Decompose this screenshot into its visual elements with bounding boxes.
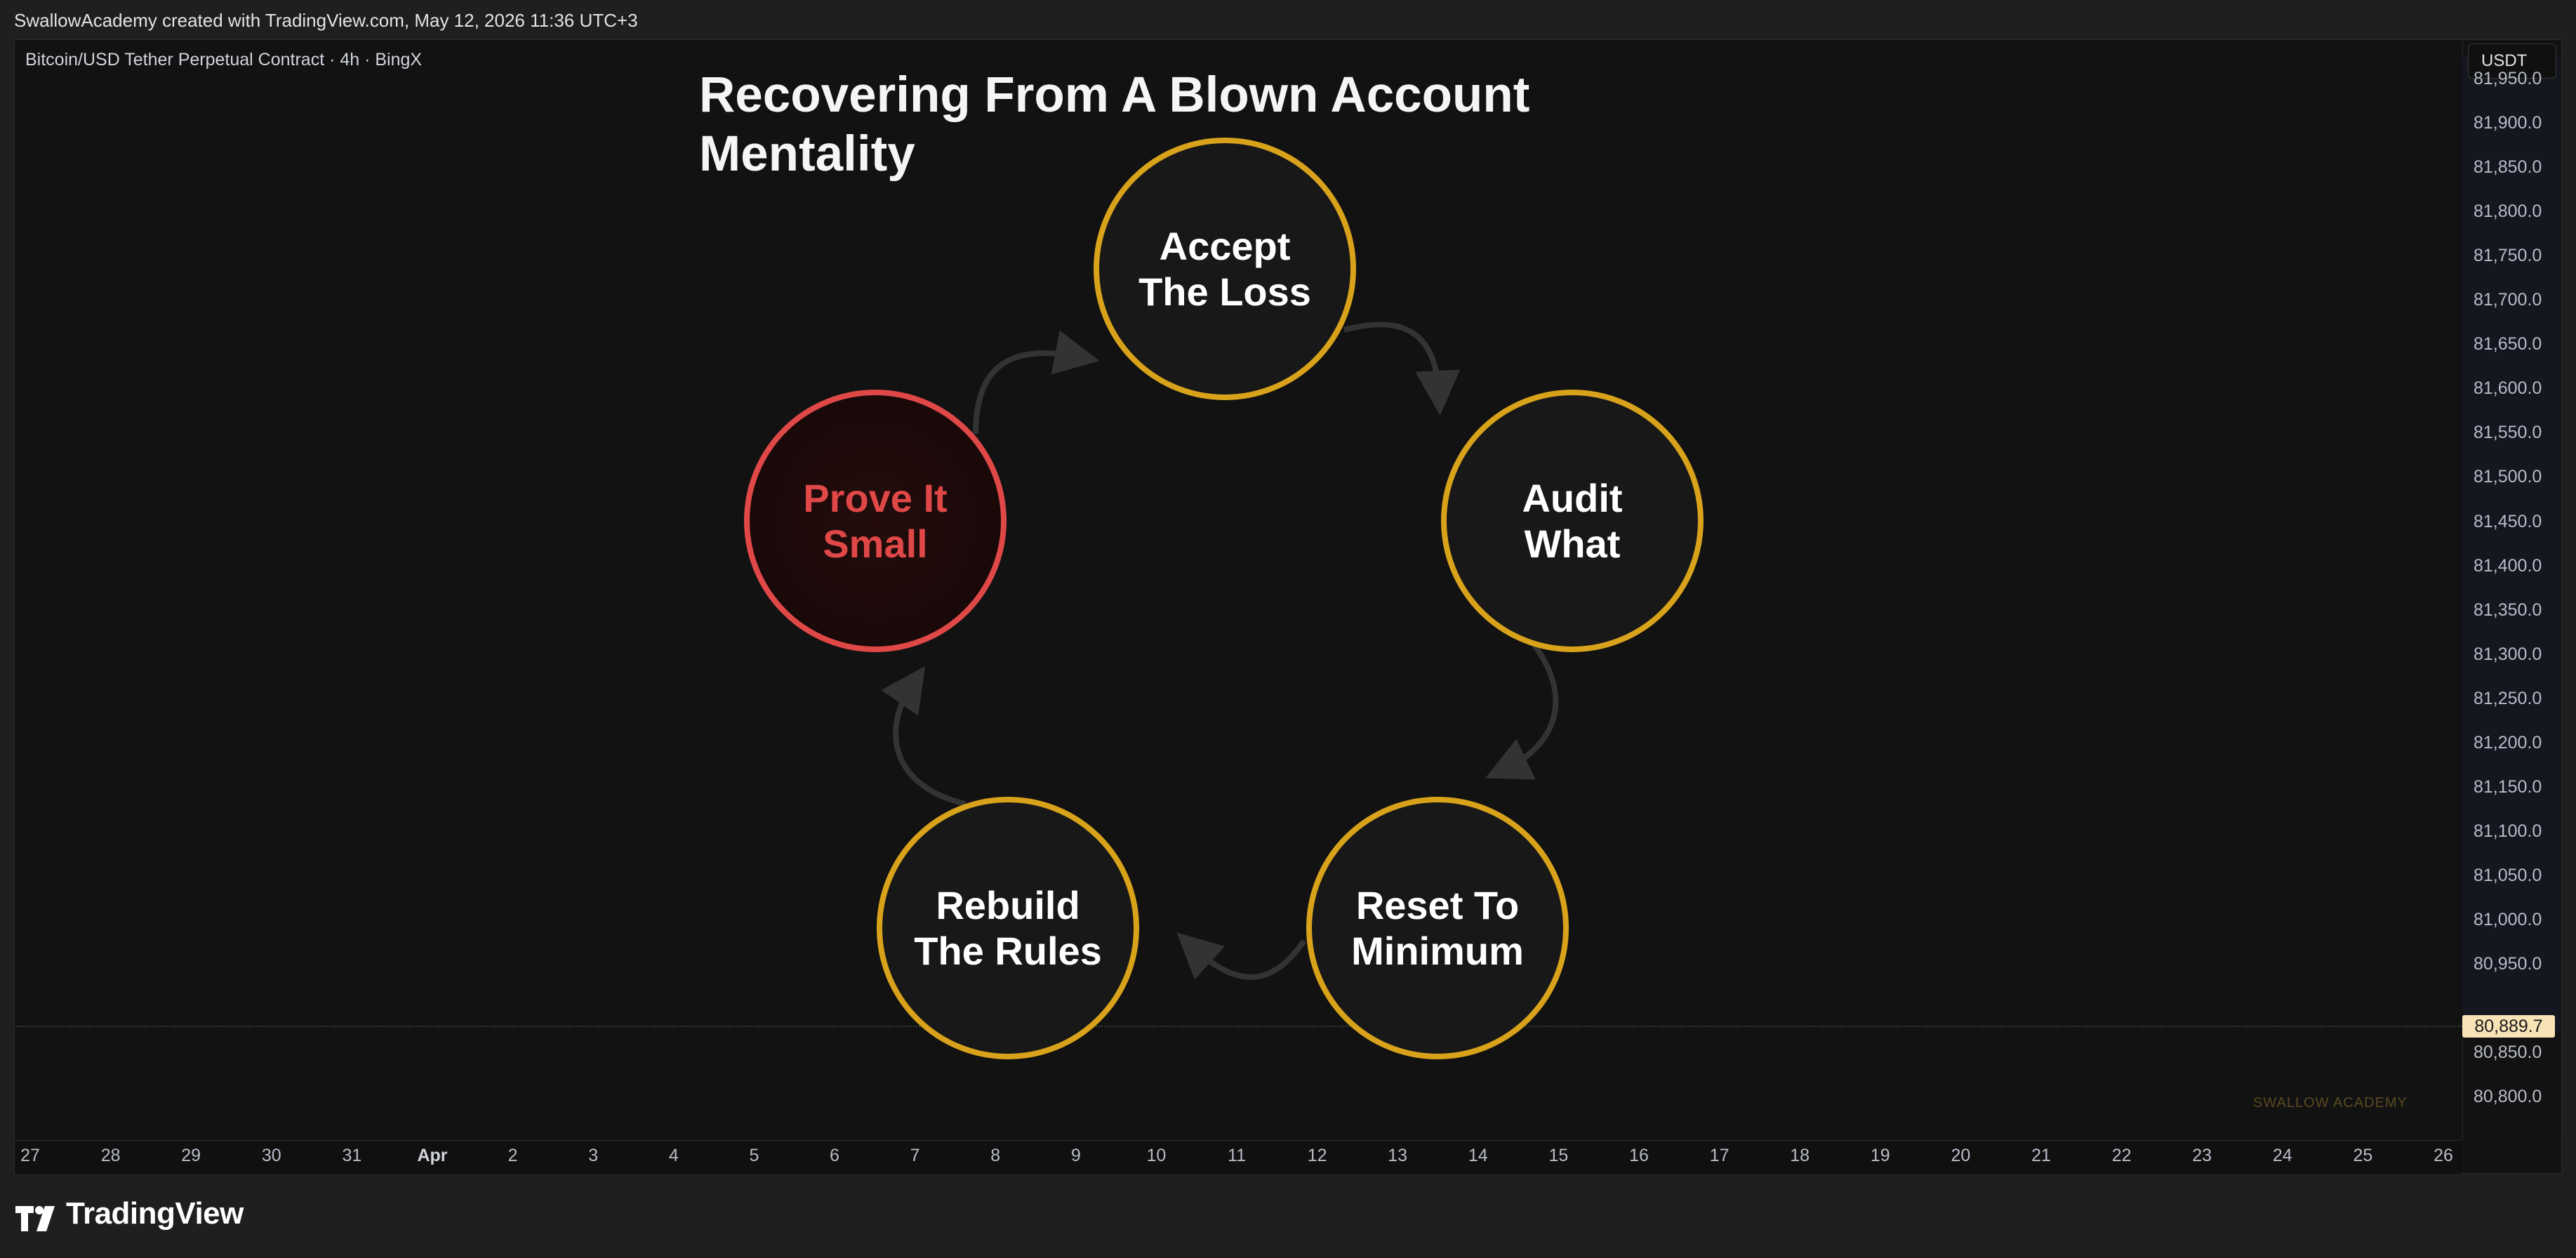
node-prove-line1: Prove It [803, 476, 948, 520]
time-tick-label: 21 [2031, 1146, 2051, 1165]
node-label-audit: Audit What [1446, 475, 1699, 567]
current-price-badge: 80,889.7 [2462, 1015, 2555, 1038]
price-tick-label: 81,250.0 [2474, 688, 2542, 708]
price-tick-label: 81,350.0 [2474, 600, 2542, 620]
price-tick-label: 81,600.0 [2474, 378, 2542, 399]
time-tick-label: 28 [100, 1146, 121, 1165]
time-tick-label: 14 [1468, 1146, 1488, 1165]
time-tick-label: 3 [588, 1146, 599, 1165]
node-label-prove: Prove It Small [749, 475, 1002, 567]
node-label-reset: Reset To Minimum [1311, 882, 1564, 974]
time-tick-label: 10 [1146, 1146, 1167, 1165]
time-tick-label: 4 [668, 1146, 679, 1165]
price-axis-highlight [2462, 56, 2561, 1032]
time-tick-label: 5 [749, 1146, 759, 1165]
time-tick-label: 30 [261, 1146, 281, 1165]
price-tick-label: 81,700.0 [2474, 290, 2542, 310]
time-tick-label: 26 [2434, 1146, 2453, 1165]
time-tick-label: 22 [2111, 1146, 2132, 1165]
time-tick-label: 15 [1548, 1146, 1569, 1165]
price-tick-label: 81,550.0 [2474, 423, 2542, 443]
time-tick-label: 17 [1709, 1146, 1729, 1165]
price-tick-label: 80,800.0 [2474, 1087, 2542, 1107]
node-circle-rebuild [877, 797, 1139, 1059]
node-reset-line2: Minimum [1351, 929, 1524, 973]
time-tick-label: 8 [990, 1146, 1001, 1165]
time-tick-label: 23 [2192, 1146, 2212, 1165]
current-price-line [15, 1026, 2462, 1027]
arrow-prove-to-accept [973, 330, 1100, 435]
node-circle-prove [744, 390, 1007, 652]
price-tick-label: 80,850.0 [2474, 1042, 2542, 1063]
arrow-audit-to-reset [1485, 642, 1559, 780]
node-prove-line2: Small [823, 522, 928, 566]
price-tick-label: 81,400.0 [2474, 555, 2542, 576]
node-accept-line1: Accept [1159, 224, 1291, 268]
price-tick-label: 81,300.0 [2474, 644, 2542, 664]
time-tick-label: 24 [2272, 1146, 2292, 1165]
bottom-bar [0, 1174, 2576, 1258]
node-label-accept: Accept The Loss [1098, 223, 1351, 314]
time-tick-label: 27 [20, 1146, 40, 1165]
price-tick-label: 81,100.0 [2474, 821, 2542, 841]
arrow-reset-to-rebuild [1176, 932, 1307, 980]
price-tick-label: 81,850.0 [2474, 157, 2542, 178]
node-circle-reset [1306, 797, 1569, 1059]
time-tick-label: 20 [1951, 1146, 1971, 1165]
time-tick-label: 29 [181, 1146, 201, 1165]
node-label-rebuild: Rebuild The Rules [882, 882, 1134, 974]
price-tick-label: 80,950.0 [2474, 954, 2542, 974]
time-tick-label: 16 [1629, 1146, 1649, 1165]
node-rebuild-line2: The Rules [914, 929, 1102, 973]
price-tick-label: 81,650.0 [2474, 334, 2542, 355]
time-tick-label: 7 [910, 1146, 920, 1165]
node-accept-line2: The Loss [1138, 270, 1311, 314]
price-tick-label: 81,750.0 [2474, 246, 2542, 266]
price-tick-label: 81,150.0 [2474, 776, 2542, 797]
time-tick-label: 11 [1228, 1146, 1246, 1165]
node-reset-line1: Reset To [1355, 883, 1520, 927]
time-tick-label: 13 [1388, 1146, 1408, 1165]
watermark-text: SWALLOW ACADEMY [2253, 1095, 2408, 1111]
currency-button[interactable]: USDT [2468, 44, 2556, 79]
time-tick-label: 12 [1307, 1146, 1327, 1165]
time-tick-label: 19 [1870, 1146, 1890, 1165]
symbol-title[interactable]: Bitcoin/USD Tether Perpetual Contract · … [25, 50, 423, 69]
price-tick-label: 81,500.0 [2474, 467, 2542, 487]
node-audit-line2: What [1524, 522, 1621, 566]
time-tick-label: 6 [830, 1146, 839, 1165]
time-tick-label: 25 [2353, 1146, 2373, 1165]
price-tick-label: 81,050.0 [2474, 865, 2542, 885]
price-tick-label: 81,900.0 [2474, 113, 2542, 133]
diagram-title: Recovering From A Blown Account Mentalit… [699, 67, 1530, 182]
node-rebuild-line1: Rebuild [936, 883, 1080, 927]
node-audit-line1: Audit [1522, 476, 1623, 520]
arrow-rebuild-to-prove [881, 666, 966, 807]
attribution-text: SwallowAcademy created with TradingView.… [14, 10, 638, 31]
node-circle-accept [1094, 138, 1356, 400]
tradingview-brand-text[interactable]: TradingView [66, 1196, 244, 1231]
time-tick-label: 9 [1070, 1146, 1081, 1165]
time-tick-label: 2 [507, 1146, 518, 1165]
price-tick-label: 81,450.0 [2474, 511, 2542, 531]
node-circle-audit [1441, 390, 1704, 652]
time-axis[interactable] [15, 1140, 2462, 1174]
price-tick-label: 81,950.0 [2474, 69, 2542, 88]
price-tick-label: 81,200.0 [2474, 732, 2542, 753]
price-tick-label: 81,800.0 [2474, 201, 2542, 222]
time-tick-label: Apr [417, 1146, 448, 1165]
price-tick-label: 81,000.0 [2474, 909, 2542, 929]
arrow-accept-to-audit [1343, 322, 1461, 416]
tradingview-logo-icon[interactable] [15, 1203, 62, 1235]
time-tick-label: 31 [342, 1146, 362, 1165]
top-attribution-bar: SwallowAcademy created with TradingView.… [0, 0, 2576, 39]
time-tick-label: 18 [1790, 1146, 1810, 1165]
